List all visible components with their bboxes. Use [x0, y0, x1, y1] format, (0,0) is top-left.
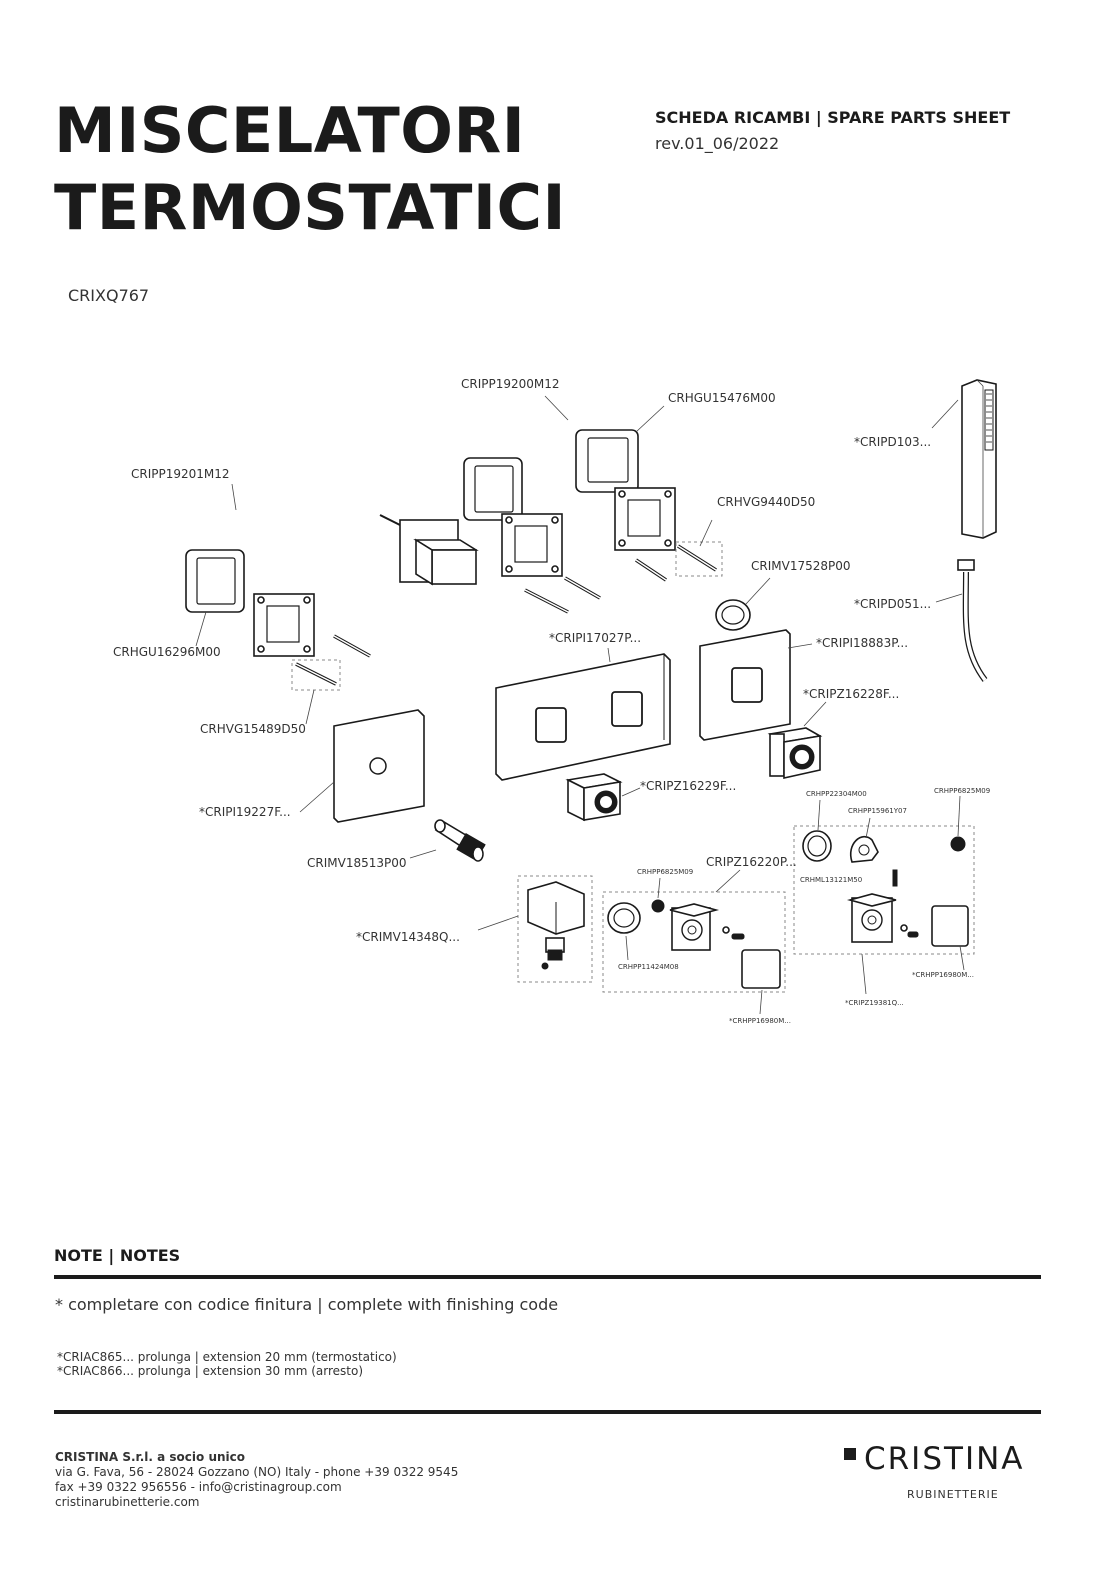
part-label: CRIMV17528P00 — [751, 559, 851, 573]
part-label: *CRIPD103... — [854, 435, 931, 449]
revision-label: rev.01_06/2022 — [655, 134, 780, 153]
part-label: *CRHPP16980M... — [729, 1017, 791, 1025]
company-contact: fax +39 0322 956556 - info@cristinagroup… — [55, 1480, 342, 1494]
company-name: CRISTINA S.r.l. a socio unico — [55, 1450, 245, 1464]
knob-cube-middle — [565, 773, 623, 822]
leader-lines — [195, 395, 965, 1015]
spare-group-right — [793, 825, 975, 955]
part-label: CRHPP6825M09 — [934, 787, 990, 795]
frame-top-right — [575, 429, 639, 493]
part-label: CRHPP15961Y07 — [848, 807, 907, 815]
part-label: CRHPP6825M09 — [637, 868, 693, 876]
part-label: CRHPP11424M08 — [618, 963, 679, 971]
part-label: CRHGU15476M00 — [668, 391, 776, 405]
company-info: CRISTINA S.r.l. a socio unico via G. Fav… — [55, 1450, 458, 1510]
part-label: CRHGU16296M00 — [113, 645, 221, 659]
mounting-plate-left — [253, 593, 315, 657]
hand-shower-drawing — [961, 379, 997, 539]
document-title: MISCELATORI TERMOSTATICI — [54, 92, 566, 246]
part-label: *CRIPD051... — [854, 597, 931, 611]
title-line-1: MISCELATORI — [54, 94, 526, 167]
notes-heading: NOTE | NOTES — [54, 1246, 181, 1265]
part-label: *CRHPP16980M... — [912, 971, 974, 979]
company-address: via G. Fava, 56 - 28024 Gozzano (NO) Ita… — [55, 1465, 459, 1479]
logo-wordmark: CRISTINA — [864, 1441, 1025, 1477]
wall-bracket-group — [517, 875, 593, 983]
title-line-2: TERMOSTATICI — [54, 171, 567, 244]
product-code: CRIXQ767 — [68, 286, 150, 305]
part-label: *CRIPZ16228F... — [803, 687, 899, 701]
plate-double — [495, 653, 671, 781]
part-label: *CRIPI19227F... — [199, 805, 291, 819]
mounting-plate-middle — [501, 513, 563, 577]
hose-drawing — [957, 559, 988, 682]
note-extension-20: *CRIAC865... prolunga | extension 20 mm … — [57, 1350, 397, 1364]
part-label: CRHVG9440D50 — [717, 495, 815, 509]
logo-subtitle: RUBINETTERIE — [907, 1488, 999, 1501]
part-label: CRIPP19200M12 — [461, 377, 560, 391]
plate-single-left — [333, 709, 425, 823]
frame-left — [185, 549, 245, 613]
part-label: *CRIMV14348Q... — [356, 930, 460, 944]
extension-crimv18513 — [434, 819, 486, 862]
part-label: CRIPP19201M12 — [131, 467, 230, 481]
part-labels: CRIPP19200M12 CRHGU15476M00 *CRIPD103...… — [113, 377, 990, 1025]
divider — [54, 1410, 1041, 1414]
part-label: CRHML13121M50 — [800, 876, 862, 884]
ring-crimv17528 — [715, 599, 751, 631]
note-extension-30: *CRIAC866... prolunga | extension 30 mm … — [57, 1364, 363, 1378]
part-label: *CRIPZ16229F... — [640, 779, 736, 793]
knob-cube-right — [767, 727, 823, 779]
screws — [291, 541, 723, 691]
part-label: CRHPP22304M00 — [806, 790, 867, 798]
valve-body — [379, 514, 479, 586]
company-website: cristinarubinetterie.com — [55, 1495, 200, 1509]
exploded-parts-diagram: CRIPP19200M12 CRHGU15476M00 *CRIPD103...… — [113, 377, 997, 1025]
part-label: *CRIPI18883P... — [816, 636, 908, 650]
frame-top-middle — [463, 457, 523, 521]
plate-single-right — [699, 629, 791, 741]
divider — [54, 1275, 1041, 1279]
part-label: *CRIPI17027P... — [549, 631, 641, 645]
note-finishing-code: * completare con codice finitura | compl… — [55, 1295, 559, 1314]
part-label: CRIMV18513P00 — [307, 856, 407, 870]
part-label: CRIPZ16220P... — [706, 855, 797, 869]
part-label: *CRIPZ19381Q... — [845, 999, 904, 1007]
spare-group-middle — [602, 891, 786, 993]
logo-square-icon — [844, 1448, 856, 1460]
sheet-title: SCHEDA RICAMBI | SPARE PARTS SHEET — [655, 108, 1011, 127]
mounting-plate-right — [614, 487, 676, 551]
part-label: CRHVG15489D50 — [200, 722, 306, 736]
